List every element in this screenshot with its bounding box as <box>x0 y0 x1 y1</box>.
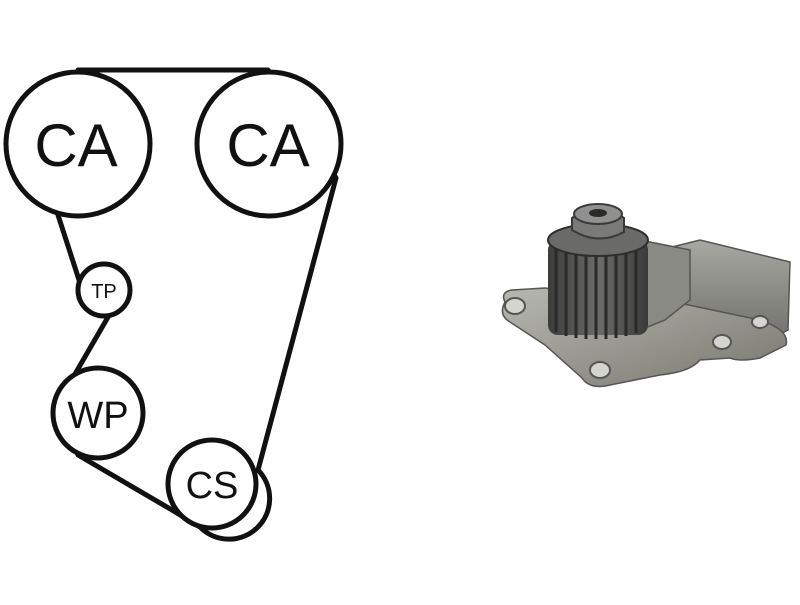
gear-shaft-hole <box>589 209 607 217</box>
pump-gear <box>547 203 649 339</box>
pulley-ca-left-circle <box>3 69 153 219</box>
gear-body <box>548 240 648 335</box>
pump-bolt-hole <box>504 297 526 315</box>
pulley-ca-left-label: CA <box>34 112 117 179</box>
pump-bolt-hole <box>712 334 732 350</box>
water-pump-image <box>501 203 791 388</box>
pulley-wp-label: WP <box>67 395 128 437</box>
pulley-ca-right-circle <box>194 69 344 219</box>
pulley-cs-label: CS <box>186 465 239 507</box>
pulley-cs-circle <box>165 437 259 531</box>
pump-bolt-hole <box>589 361 611 379</box>
pulley-ca-right-label: CA <box>226 112 309 179</box>
pulley-cs: CS <box>165 437 259 531</box>
pulley-tp: TP <box>75 261 133 319</box>
pulley-wp-circle <box>50 365 146 461</box>
pulley-tp-label: TP <box>91 281 117 303</box>
pulley-ca-right: CA <box>194 69 344 219</box>
pulley-tp-circle <box>75 261 133 319</box>
pump-bolt-hole <box>751 315 769 329</box>
pulley-wp: WP <box>50 365 146 461</box>
pulley-ca-left: CA <box>3 69 153 219</box>
